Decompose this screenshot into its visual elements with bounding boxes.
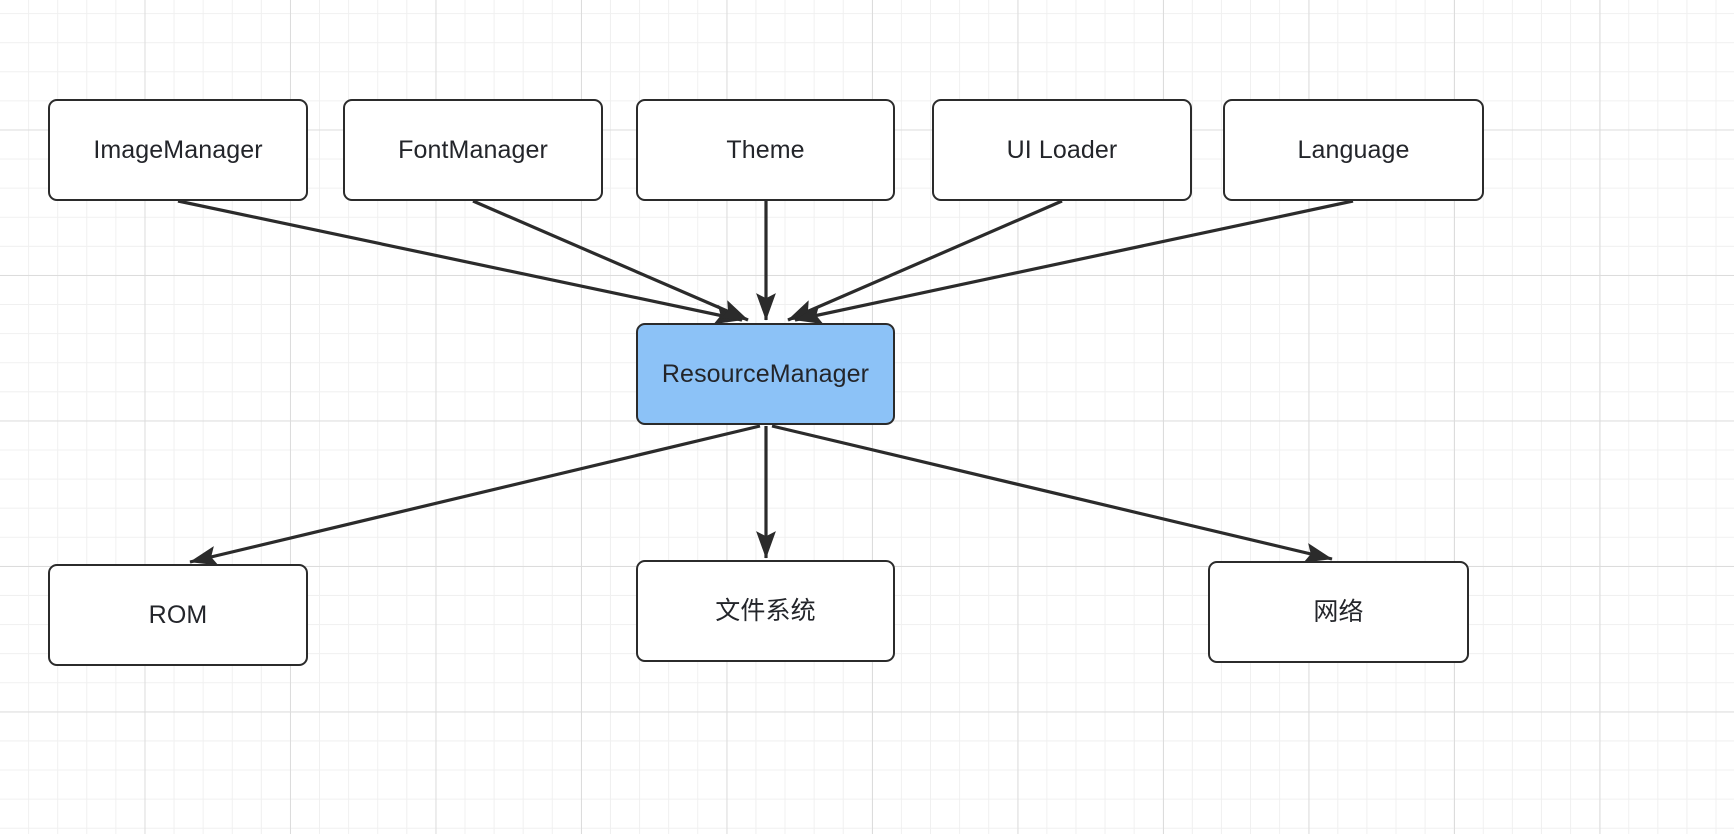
node-file-system[interactable]: 文件系统 [636, 560, 895, 662]
edge-ui-loader-to-resource-manager [787, 199, 1063, 322]
node-ui-loader[interactable]: UI Loader [932, 99, 1192, 201]
edge-language-to-resource-manager [794, 199, 1354, 325]
node-network[interactable]: 网络 [1208, 561, 1469, 663]
node-label-file-system: 文件系统 [715, 596, 816, 625]
node-label-network: 网络 [1313, 597, 1364, 626]
node-theme[interactable]: Theme [636, 99, 895, 201]
edge-resource-manager-to-network [771, 424, 1333, 563]
node-label-image-manager: ImageManager [93, 136, 263, 164]
node-rom[interactable]: ROM [48, 564, 308, 666]
node-language[interactable]: Language [1223, 99, 1484, 201]
edge-image-manager-to-resource-manager [177, 199, 743, 325]
node-label-rom: ROM [148, 601, 208, 629]
node-label-font-manager: FontManager [398, 136, 548, 164]
edge-resource-manager-to-rom [189, 424, 761, 566]
node-label-theme: Theme [726, 136, 805, 164]
node-resource-manager[interactable]: ResourceManager [636, 323, 895, 425]
node-label-ui-loader: UI Loader [1006, 136, 1118, 164]
node-font-manager[interactable]: FontManager [343, 99, 603, 201]
edge-font-manager-to-resource-manager [472, 199, 749, 322]
node-image-manager[interactable]: ImageManager [48, 99, 308, 201]
node-label-resource-manager: ResourceManager [661, 360, 870, 388]
node-label-language: Language [1297, 136, 1410, 164]
